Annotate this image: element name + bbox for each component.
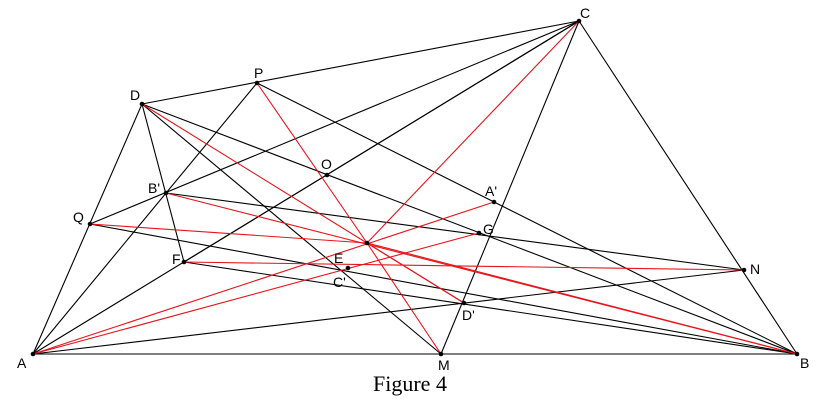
red-segment-a-a1 <box>32 201 495 355</box>
point-label-c1: C' <box>333 274 346 290</box>
black-segment-d-b <box>141 103 798 355</box>
point-label-b: B <box>800 355 809 371</box>
red-segment-f-n <box>183 261 745 271</box>
point-marker-d1 <box>461 300 467 306</box>
point-label-n: N <box>750 261 760 277</box>
black-segment-c-f <box>183 20 580 263</box>
black-segment-d-m <box>141 103 442 355</box>
red-lines-group <box>32 20 798 355</box>
point-marker-a <box>30 351 36 357</box>
red-segment-b1-b <box>165 192 798 355</box>
point-marker-c1 <box>345 265 351 271</box>
point-label-g: G <box>483 221 494 237</box>
black-segment-c-d <box>141 20 580 105</box>
point-label-p: P <box>254 65 263 81</box>
point-marker-b <box>794 351 800 357</box>
black-lines-group <box>32 20 798 355</box>
point-label-b1: B' <box>148 180 160 196</box>
red-segment-p-e <box>256 82 368 244</box>
black-segment-p-b <box>256 82 798 355</box>
black-segment-q-b <box>89 223 798 355</box>
point-label-f: F <box>172 251 181 267</box>
black-segment-d-f <box>141 103 185 263</box>
point-marker-n <box>741 267 747 273</box>
black-segment-f-b <box>183 261 798 355</box>
red-segment-a-g <box>32 232 480 355</box>
black-segment-c-m <box>440 20 580 355</box>
point-label-d1: D' <box>462 307 475 323</box>
figure-caption: Figure 4 <box>373 371 447 396</box>
point-marker-f <box>181 259 187 265</box>
red-segment-e-m <box>366 242 442 355</box>
point-marker-p <box>254 80 260 86</box>
point-label-q: Q <box>73 209 84 225</box>
point-marker-g <box>476 230 482 236</box>
black-segment-b-c <box>578 20 798 355</box>
black-segment-b1-n <box>165 192 745 271</box>
point-labels-group: A B C D P Q O E F G M N A' B' C' D' <box>17 5 809 373</box>
red-segment-d-d1 <box>141 103 465 304</box>
black-segment-d-a <box>32 103 143 355</box>
point-marker-a1 <box>491 199 497 205</box>
point-marker-d <box>139 101 145 107</box>
point-label-m: M <box>438 357 450 373</box>
point-marker-e <box>364 240 370 246</box>
point-marker-o <box>324 172 330 178</box>
point-label-a: A <box>17 355 27 371</box>
black-segment-a-p <box>32 82 258 355</box>
point-marker-m <box>438 351 444 357</box>
point-label-a1: A' <box>485 183 497 199</box>
point-label-d: D <box>130 87 140 103</box>
point-label-c: C <box>580 5 590 21</box>
point-marker-c <box>576 18 582 24</box>
red-segment-c-e <box>366 20 580 244</box>
black-segment-q-c <box>89 20 580 225</box>
point-marker-q <box>87 221 93 227</box>
black-segment-a-n <box>32 269 745 355</box>
point-label-e: E <box>334 250 343 266</box>
red-segment-q-e <box>89 223 368 244</box>
point-label-o: O <box>321 156 332 172</box>
point-marker-b1 <box>163 190 169 196</box>
points-group <box>30 18 800 357</box>
